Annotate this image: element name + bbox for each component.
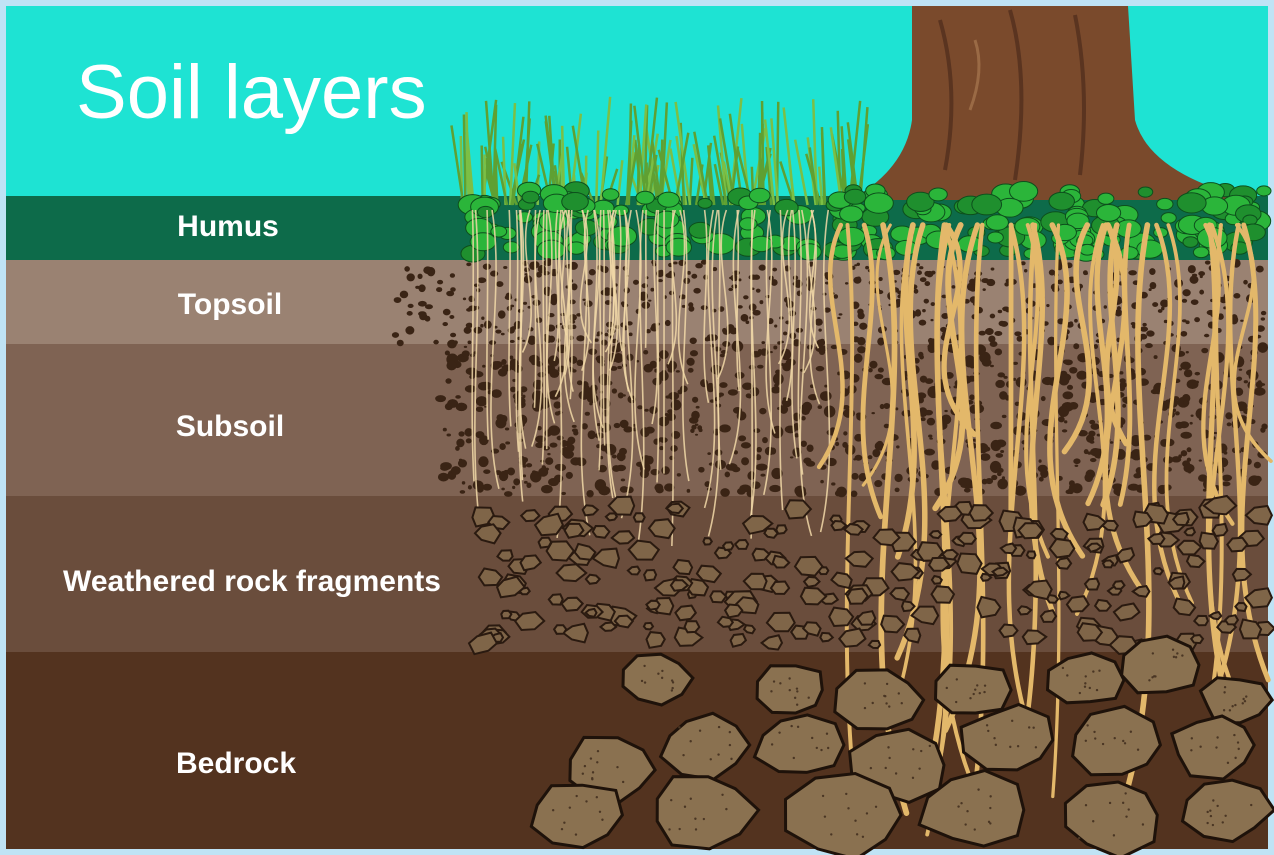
layer-label-weathered-rock: Weathered rock fragments xyxy=(63,565,441,598)
layer-label-humus: Humus xyxy=(177,210,279,243)
layer-label-subsoil: Subsoil xyxy=(176,410,284,443)
layer-label-topsoil: Topsoil xyxy=(178,288,282,321)
layer-label-bedrock: Bedrock xyxy=(176,747,296,780)
page-title: Soil layers xyxy=(76,50,427,135)
